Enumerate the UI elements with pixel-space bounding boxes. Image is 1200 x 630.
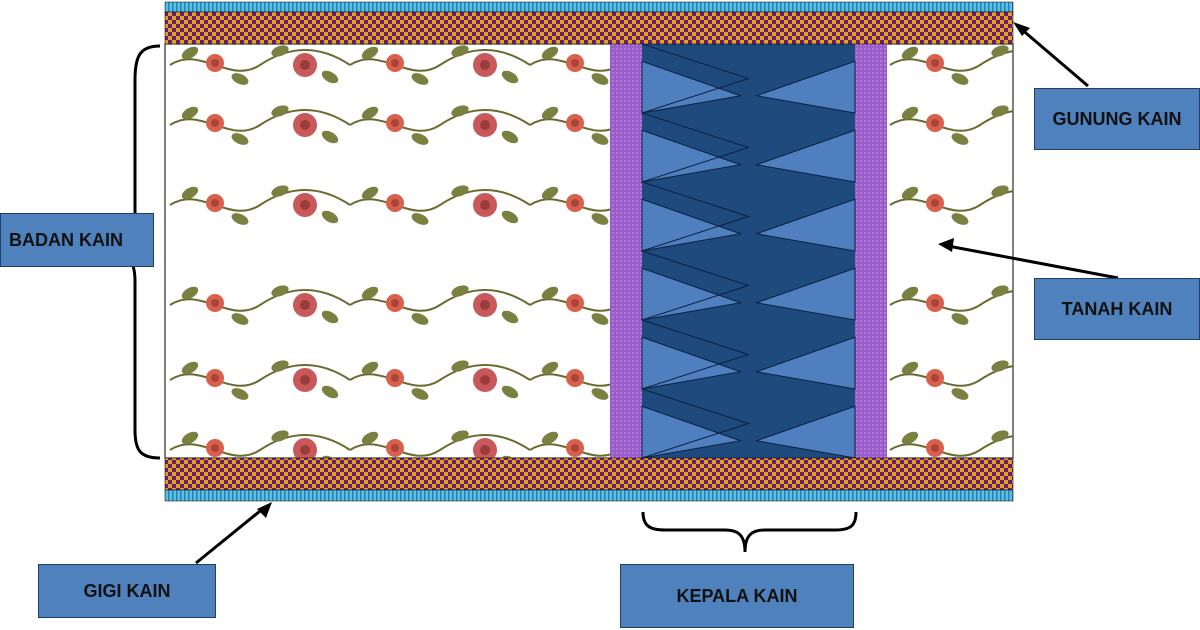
zigzag-pattern bbox=[640, 43, 856, 459]
label-gunung-kain: GUNUNG KAIN bbox=[1034, 88, 1200, 150]
zigzag-right-triangle bbox=[754, 405, 856, 459]
zigzag-right-triangle bbox=[754, 267, 856, 321]
kepala-kain-panel bbox=[610, 43, 887, 459]
bottom-checker-border bbox=[164, 457, 1014, 491]
top-edge-stripe bbox=[164, 1, 1014, 13]
top-checker-border bbox=[164, 11, 1014, 45]
zigzag-outline bbox=[640, 43, 751, 459]
zigzag-left-triangle bbox=[641, 405, 743, 459]
zigzag-right-triangle bbox=[754, 60, 856, 114]
zigzag-right-triangle bbox=[754, 129, 856, 183]
label-badan-kain: BADAN KAIN bbox=[0, 213, 154, 267]
kepala-brace bbox=[641, 511, 858, 553]
zigzag-left-triangle bbox=[641, 267, 743, 321]
label-kepala-kain: KEPALA KAIN bbox=[620, 564, 854, 628]
label-tanah-kain: TANAH KAIN bbox=[1034, 278, 1200, 340]
zigzag-left-triangle bbox=[641, 198, 743, 252]
zigzag-left-triangle bbox=[641, 60, 743, 114]
arrow-tanah bbox=[938, 238, 1119, 280]
zigzag-right-triangle bbox=[754, 336, 856, 390]
zigzag-right-triangle bbox=[754, 198, 856, 252]
zigzag-left-triangle bbox=[641, 129, 743, 183]
arrow-gigi bbox=[195, 502, 272, 565]
label-gigi-kain: GIGI KAIN bbox=[38, 564, 216, 618]
arrow-gunung bbox=[1013, 22, 1089, 88]
bottom-edge-stripe bbox=[164, 489, 1014, 502]
zigzag-left-triangle bbox=[641, 336, 743, 390]
